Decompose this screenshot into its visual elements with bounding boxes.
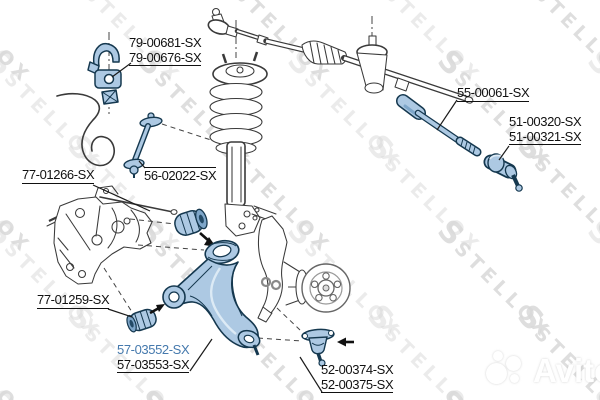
tie-rod-end-part bbox=[483, 153, 523, 192]
part-number-highlighted: 57-03552-SX bbox=[117, 342, 190, 357]
avito-watermark: Avito bbox=[486, 350, 600, 396]
part-number: 79-00681-SX bbox=[129, 35, 202, 50]
part-label-sway-bar: 77-01266-SX bbox=[22, 167, 95, 184]
arm-front-bushing-part bbox=[126, 308, 157, 333]
part-number: 55-00061-SX bbox=[457, 85, 530, 102]
avito-logo-text: Avito bbox=[533, 352, 600, 389]
part-number: 77-01266-SX bbox=[22, 167, 95, 184]
part-label-stabilizer-bracket: 79-00681-SX 79-00676-SX bbox=[129, 35, 202, 66]
arm-rear-bushing-part bbox=[174, 208, 208, 236]
steering-rack-drawing bbox=[207, 7, 474, 104]
part-label-tie-rod-end: 51-00320-SX 51-00321-SX bbox=[509, 114, 582, 145]
part-number: 79-00676-SX bbox=[129, 49, 202, 66]
part-label-stabilizer-link: 56-02022-SX bbox=[144, 167, 217, 184]
part-label-ball-joint: 52-00374-SX 52-00375-SX bbox=[321, 362, 394, 393]
part-label-control-arm: 57-03552-SX 57-03553-SX bbox=[117, 342, 190, 373]
part-label-front-bushing: 77-01259-SX bbox=[37, 292, 110, 309]
ball-joint-part bbox=[301, 328, 335, 367]
assembly-guide-lines bbox=[103, 218, 303, 342]
strut-assembly-drawing bbox=[209, 20, 268, 237]
part-number: 52-00374-SX bbox=[321, 362, 394, 377]
part-number: 51-00321-SX bbox=[509, 128, 582, 145]
part-number: 57-03553-SX bbox=[117, 356, 190, 373]
part-label-inner-tie-rod: 55-00061-SX bbox=[457, 85, 530, 102]
stabilizer-bracket-part bbox=[87, 42, 122, 105]
part-number: 77-01259-SX bbox=[37, 292, 110, 309]
part-number: 56-02022-SX bbox=[144, 167, 217, 183]
part-number: 52-00375-SX bbox=[321, 376, 394, 393]
inner-tie-rod-part bbox=[396, 94, 482, 157]
steering-knuckle-drawing bbox=[251, 205, 288, 323]
control-arm-part bbox=[162, 239, 261, 356]
avito-logo-icon bbox=[486, 350, 532, 396]
part-number: 51-00320-SX bbox=[509, 114, 582, 129]
label-leader-lines bbox=[92, 62, 510, 393]
subframe-drawing bbox=[46, 185, 153, 285]
arrow-to-ball-joint bbox=[337, 337, 354, 347]
wheel-hub-drawing bbox=[283, 261, 351, 313]
arrow-front-bushing-to-arm bbox=[149, 304, 165, 315]
